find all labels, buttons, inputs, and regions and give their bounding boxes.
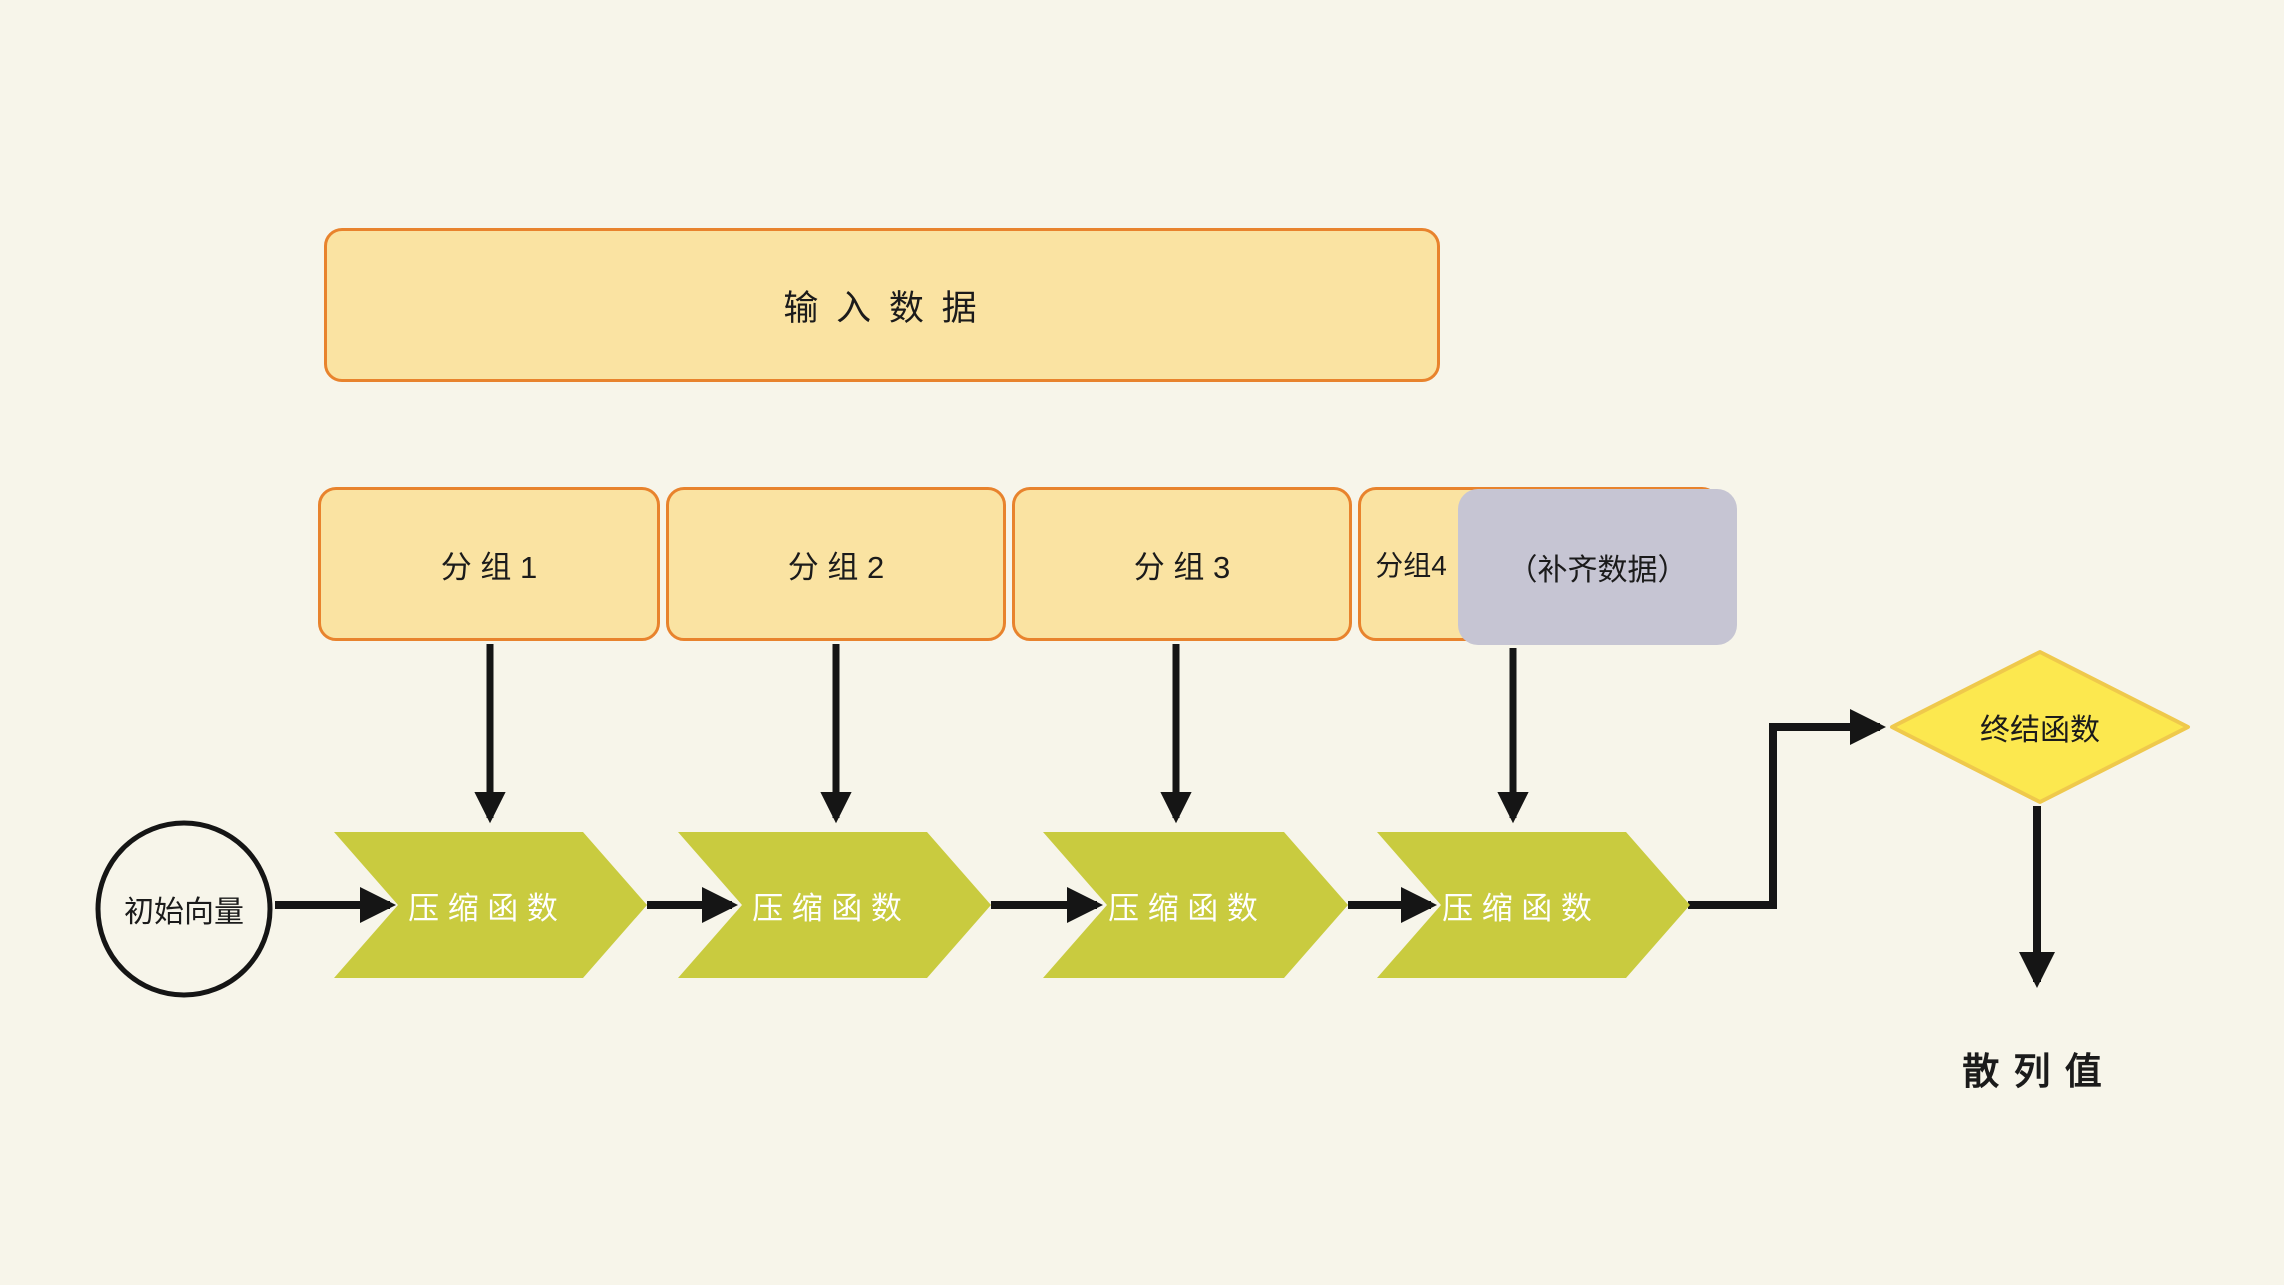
padding-data-label: （补齐数据） (1507, 554, 1688, 587)
group-2-box: 分 组 2 (666, 487, 1006, 641)
compress-4-label: 压 缩 函 数 (1442, 890, 1592, 926)
input-data-box: 输 入 数 据 (324, 228, 1440, 382)
input-data-label: 输 入 数 据 (783, 288, 981, 328)
compress-3-label: 压 缩 函 数 (1108, 890, 1258, 926)
compress-2-label: 压 缩 函 数 (752, 890, 902, 926)
padding-data-box: （补齐数据） (1458, 489, 1737, 645)
iv-label: 初始向量 (124, 896, 244, 929)
compress-1-label: 压 缩 函 数 (408, 890, 558, 926)
group-1-label: 分 组 1 (440, 549, 538, 585)
group-1-box: 分 组 1 (318, 487, 660, 641)
group-4-label: 分组4 (1375, 550, 1447, 581)
group-3-label: 分 组 3 (1133, 549, 1231, 585)
group-3-box: 分 组 3 (1012, 487, 1352, 641)
group-2-label: 分 组 2 (787, 549, 885, 585)
hash-value-label: 散 列 值 (1962, 1051, 2104, 1092)
final-function-label: 终结函数 (1980, 714, 2100, 747)
